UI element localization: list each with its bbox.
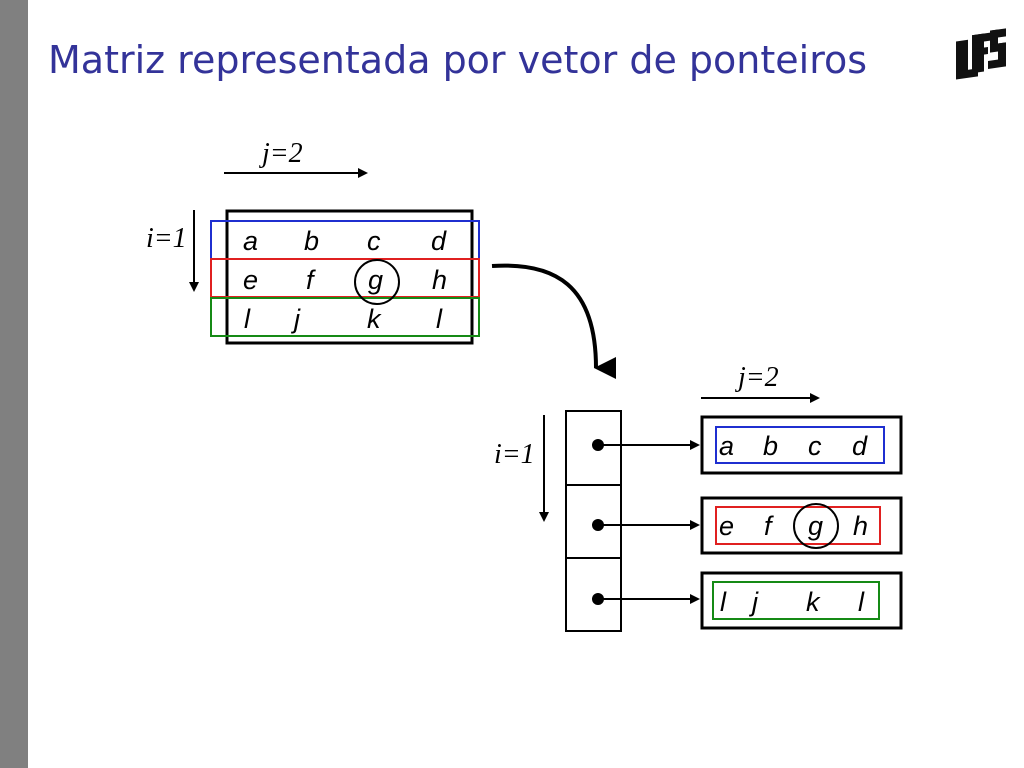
- row-box-3: [700, 571, 903, 630]
- matrix-cell: g: [368, 265, 383, 295]
- matrix-cell: f: [306, 265, 316, 295]
- sidebar-bar: [0, 0, 28, 768]
- row-cell: f: [764, 511, 774, 541]
- row-cell: a: [719, 431, 734, 461]
- row-cell: c: [808, 431, 822, 461]
- matrix-cell: l: [436, 304, 443, 334]
- matrix-cell: e: [243, 265, 258, 295]
- matrix-col-label: j=2: [259, 138, 303, 169]
- matrix-cell: d: [431, 226, 447, 256]
- row-cell: h: [853, 511, 868, 541]
- row-box-1-highlight: [715, 426, 885, 464]
- row-cell: b: [763, 431, 778, 461]
- matrix-row-3-highlight: [210, 297, 480, 337]
- matrix-selected-circle: [354, 259, 400, 305]
- matrix-cell: h: [432, 265, 447, 295]
- row-cell: l: [858, 587, 865, 617]
- row-cell: g: [808, 511, 823, 541]
- row-cell: l: [720, 587, 727, 617]
- row-cell: d: [852, 431, 868, 461]
- matrix-cell: l: [244, 304, 251, 334]
- pointer-col-label: j=2: [735, 362, 779, 393]
- matrix-cell: k: [367, 304, 382, 334]
- pointer-vector-frame: [565, 410, 622, 632]
- pointer-row-label: i=1: [494, 439, 535, 470]
- row-box-2: [700, 496, 903, 555]
- matrix-cell: c: [367, 226, 381, 256]
- matrix-cell: b: [304, 226, 319, 256]
- matrix-cell: a: [243, 226, 258, 256]
- row-selected-circle: [793, 503, 839, 549]
- row-box-2-highlight: [715, 506, 881, 545]
- ufes-logo: [956, 28, 1006, 80]
- transform-arrow: [491, 263, 617, 379]
- row-cell: j: [748, 587, 759, 617]
- row-cell: k: [806, 587, 821, 617]
- row-cell: e: [719, 511, 734, 541]
- matrix-frame: [225, 209, 474, 345]
- matrix-row-label: i=1: [146, 223, 187, 254]
- slide-title: Matriz representada por vetor de ponteir…: [48, 38, 868, 82]
- matrix-cell: j: [290, 304, 301, 334]
- row-box-1: [700, 415, 903, 475]
- row-box-3-highlight: [712, 581, 880, 620]
